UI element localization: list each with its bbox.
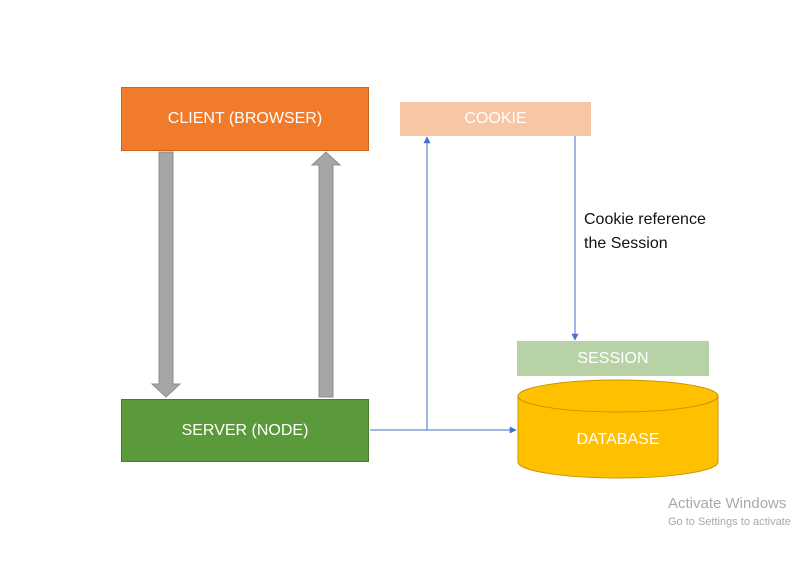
activate-windows-watermark: Activate Windows Go to Settings to activ…	[668, 494, 791, 530]
annotation-line-1: Cookie reference	[584, 211, 706, 228]
watermark-subtitle: Go to Settings to activate	[668, 516, 791, 528]
client-browser-node: CLIENT (BROWSER)	[121, 87, 369, 151]
annotation-line-2: the Session	[584, 235, 668, 252]
server-node-box: SERVER (NODE)	[121, 399, 369, 462]
session-node: SESSION	[517, 341, 709, 376]
cookie-reference-annotation: Cookie reference the Session	[584, 208, 754, 256]
client-label: CLIENT (BROWSER)	[167, 110, 323, 127]
database-cylinder: DATABASE	[517, 379, 719, 479]
server-to-client-block-arrow	[310, 151, 342, 398]
cookie-node: COOKIE	[400, 102, 591, 136]
session-label: SESSION	[577, 349, 649, 367]
cookie-label: COOKIE	[464, 110, 527, 127]
client-to-server-block-arrow	[150, 151, 182, 398]
watermark-title: Activate Windows	[668, 495, 787, 512]
server-label: SERVER (NODE)	[181, 421, 309, 439]
database-label: DATABASE	[577, 431, 660, 448]
